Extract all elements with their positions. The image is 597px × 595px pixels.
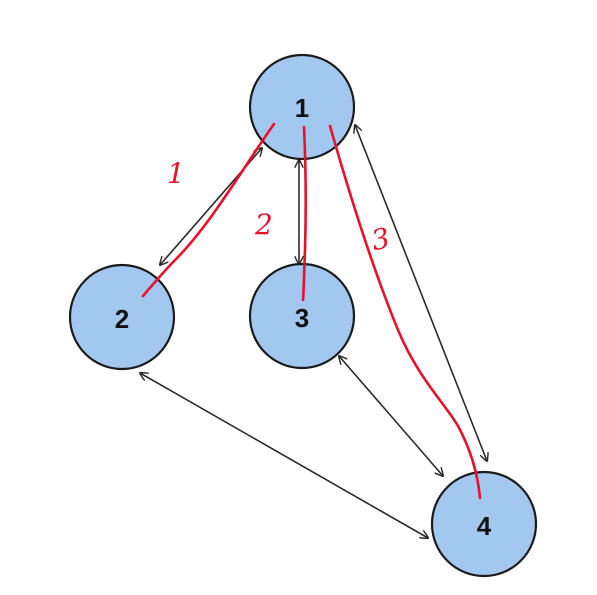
annotation-label-1: 1 bbox=[167, 157, 185, 190]
annotations: 1 2 3 bbox=[141, 122, 482, 500]
node-label: 3 bbox=[295, 303, 309, 333]
annotation-path-1-2 bbox=[141, 122, 276, 298]
node-label: 4 bbox=[477, 511, 492, 541]
annotation-path-1-4 bbox=[328, 124, 482, 500]
node-4: 4 bbox=[430, 470, 538, 578]
annotation-label-2: 2 bbox=[254, 208, 273, 241]
node-label: 1 bbox=[295, 93, 309, 123]
edge-2-4 bbox=[140, 373, 428, 538]
edges bbox=[140, 125, 487, 538]
node-circle bbox=[248, 53, 356, 161]
node-circle bbox=[248, 262, 356, 370]
node-3: 3 bbox=[248, 262, 356, 370]
node-1: 1 bbox=[248, 53, 356, 161]
edge-3-4 bbox=[339, 356, 443, 476]
annotation-label-3: 3 bbox=[369, 221, 393, 257]
node-circle bbox=[430, 470, 538, 578]
edge-1-4 bbox=[355, 125, 487, 461]
node-label: 2 bbox=[115, 304, 129, 334]
annotation-path-1-3 bbox=[301, 125, 307, 302]
node-2: 2 bbox=[68, 263, 176, 371]
